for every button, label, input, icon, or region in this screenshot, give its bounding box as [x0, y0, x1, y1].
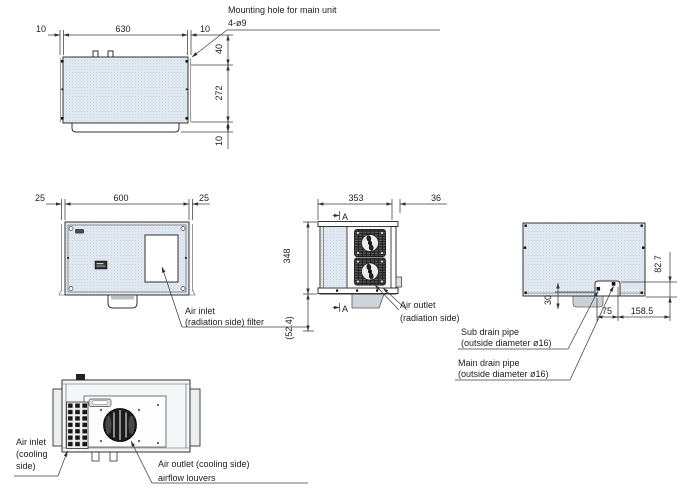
rear-drain-pan — [572, 295, 604, 308]
mounting-hole-label-2: 4-ø9 — [228, 18, 247, 28]
left-flange — [52, 388, 63, 447]
rear-dim-82-7: 82.7 — [621, 252, 677, 321]
rear-corner-marks — [523, 224, 645, 294]
bottom-tab-1 — [91, 451, 100, 462]
top-view-body — [62, 56, 189, 124]
top-view-tab-left — [92, 50, 99, 58]
top-view: 10 630 10 40 272 10 Mounting hole for ma… — [36, 5, 440, 149]
dim-side-52-4: (52.4) — [284, 316, 294, 340]
dim-top-40: 40 — [214, 44, 224, 54]
section-marker-top: A — [332, 211, 348, 222]
side-view-height-dims: 348 (52.4) — [282, 221, 317, 340]
right-flange — [189, 388, 201, 447]
rear-view-body — [522, 222, 646, 297]
dim-top-right-10: 10 — [200, 24, 210, 34]
air-outlet-cooling-label-2: airflow louvers — [158, 473, 216, 483]
sub-drain-callout: Sub drain pipe (outside diameter ø16) — [458, 290, 599, 350]
rear-view: 30 75 158.5 82.7 Sub drain pipe (outside… — [455, 222, 677, 381]
section-label-top: A — [342, 212, 348, 222]
cooling-outlet-fan — [103, 408, 137, 442]
air-outlet-radiation-label-2: (radiation side) — [400, 313, 460, 323]
cooling-inlet-grille — [66, 401, 89, 449]
side-protrusion — [395, 276, 402, 288]
dim-side-36: 36 — [431, 193, 441, 203]
dim-top-272: 272 — [214, 85, 224, 100]
dim-top-bottom-10: 10 — [214, 136, 224, 146]
dim-front-left-25: 25 — [35, 193, 45, 203]
dim-top-630: 630 — [115, 24, 130, 34]
radiation-fan-lower — [354, 257, 386, 286]
main-drain-label-1: Main drain pipe — [458, 358, 520, 368]
bottom-tab-2 — [109, 451, 118, 462]
air-outlet-cooling-label-1: Air outlet (cooling side) — [158, 459, 250, 469]
connector — [88, 398, 112, 407]
air-inlet-cooling-callout: Air inlet (cooling side) — [14, 437, 68, 477]
main-drain-callout: Main drain pipe (outside diameter ø16) — [455, 285, 614, 381]
air-outlet-cooling-callout: Air outlet (cooling side) airflow louver… — [130, 440, 308, 484]
air-outlet-radiation-callout: Air outlet (radiation side) — [374, 284, 460, 323]
front-corner-screws — [67, 226, 187, 291]
rear-dims-75-158: 75 158.5 — [596, 287, 671, 321]
side-view: A A 353 36 348 (52.4) — [282, 193, 460, 340]
sub-drain-label-2: (outside diameter ø16) — [461, 338, 552, 348]
front-view-width-dims: 25 600 25 — [35, 193, 210, 220]
air-outlet-radiation-label-1: Air outlet — [400, 300, 436, 310]
side-drain-pan — [351, 293, 385, 309]
dim-side-353: 353 — [348, 193, 363, 203]
air-inlet-filter-label-2: (radiation side) filter — [185, 317, 264, 327]
sub-drain-label-1: Sub drain pipe — [461, 327, 519, 337]
rear-dim-30: 30 — [543, 282, 560, 310]
main-drain-label-2: (outside diameter ø16) — [458, 369, 549, 379]
air-inlet-filter-callout: Air inlet (radiation side) filter — [161, 266, 307, 328]
air-inlet-cooling-label-1: Air inlet — [16, 437, 47, 447]
dim-top-left-10: 10 — [36, 24, 46, 34]
section-label-bottom: A — [342, 304, 348, 314]
dim-side-348: 348 — [282, 248, 292, 263]
top-view-bottom-plate — [71, 122, 180, 133]
svg-text:82.7: 82.7 — [653, 255, 663, 273]
mounting-hole-label-1: Mounting hole for main unit — [228, 5, 337, 15]
front-view: 25 600 25 Air inlet (radiation side) fil… — [35, 193, 307, 328]
mounting-hole-callout: Mounting hole for main unit 4-ø9 — [191, 5, 440, 58]
mounting-holes — [61, 60, 189, 120]
sub-drain-pipe — [596, 287, 601, 291]
brand-logo-mark — [75, 229, 84, 234]
dim-front-600: 600 — [113, 193, 128, 203]
top-view-depth-dims: 40 272 10 — [181, 34, 233, 149]
dim-front-right-25: 25 — [199, 193, 209, 203]
top-view-width-dims: 10 630 10 — [36, 24, 233, 55]
top-view-tab-right — [107, 50, 114, 58]
svg-text:30: 30 — [543, 295, 553, 305]
dim-rear-75: 75 — [602, 306, 612, 316]
side-view-width-dims: 353 36 — [317, 193, 447, 220]
air-inlet-filter — [144, 234, 179, 283]
radiation-fan-upper — [354, 229, 386, 257]
section-marker-bottom: A — [332, 303, 348, 314]
panel-screws — [100, 404, 159, 444]
dim-rear-158-5: 158.5 — [631, 306, 654, 316]
main-drain-pipe — [611, 282, 616, 286]
air-inlet-cooling-label-2: (cooling — [16, 449, 48, 459]
air-inlet-cooling-label-3: side) — [16, 461, 36, 471]
air-inlet-filter-label-1: Air inlet — [185, 306, 216, 316]
bottom-view: Air inlet (cooling side) Air outlet (coo… — [14, 374, 308, 484]
rating-label — [94, 260, 108, 270]
top-tab — [76, 374, 85, 380]
